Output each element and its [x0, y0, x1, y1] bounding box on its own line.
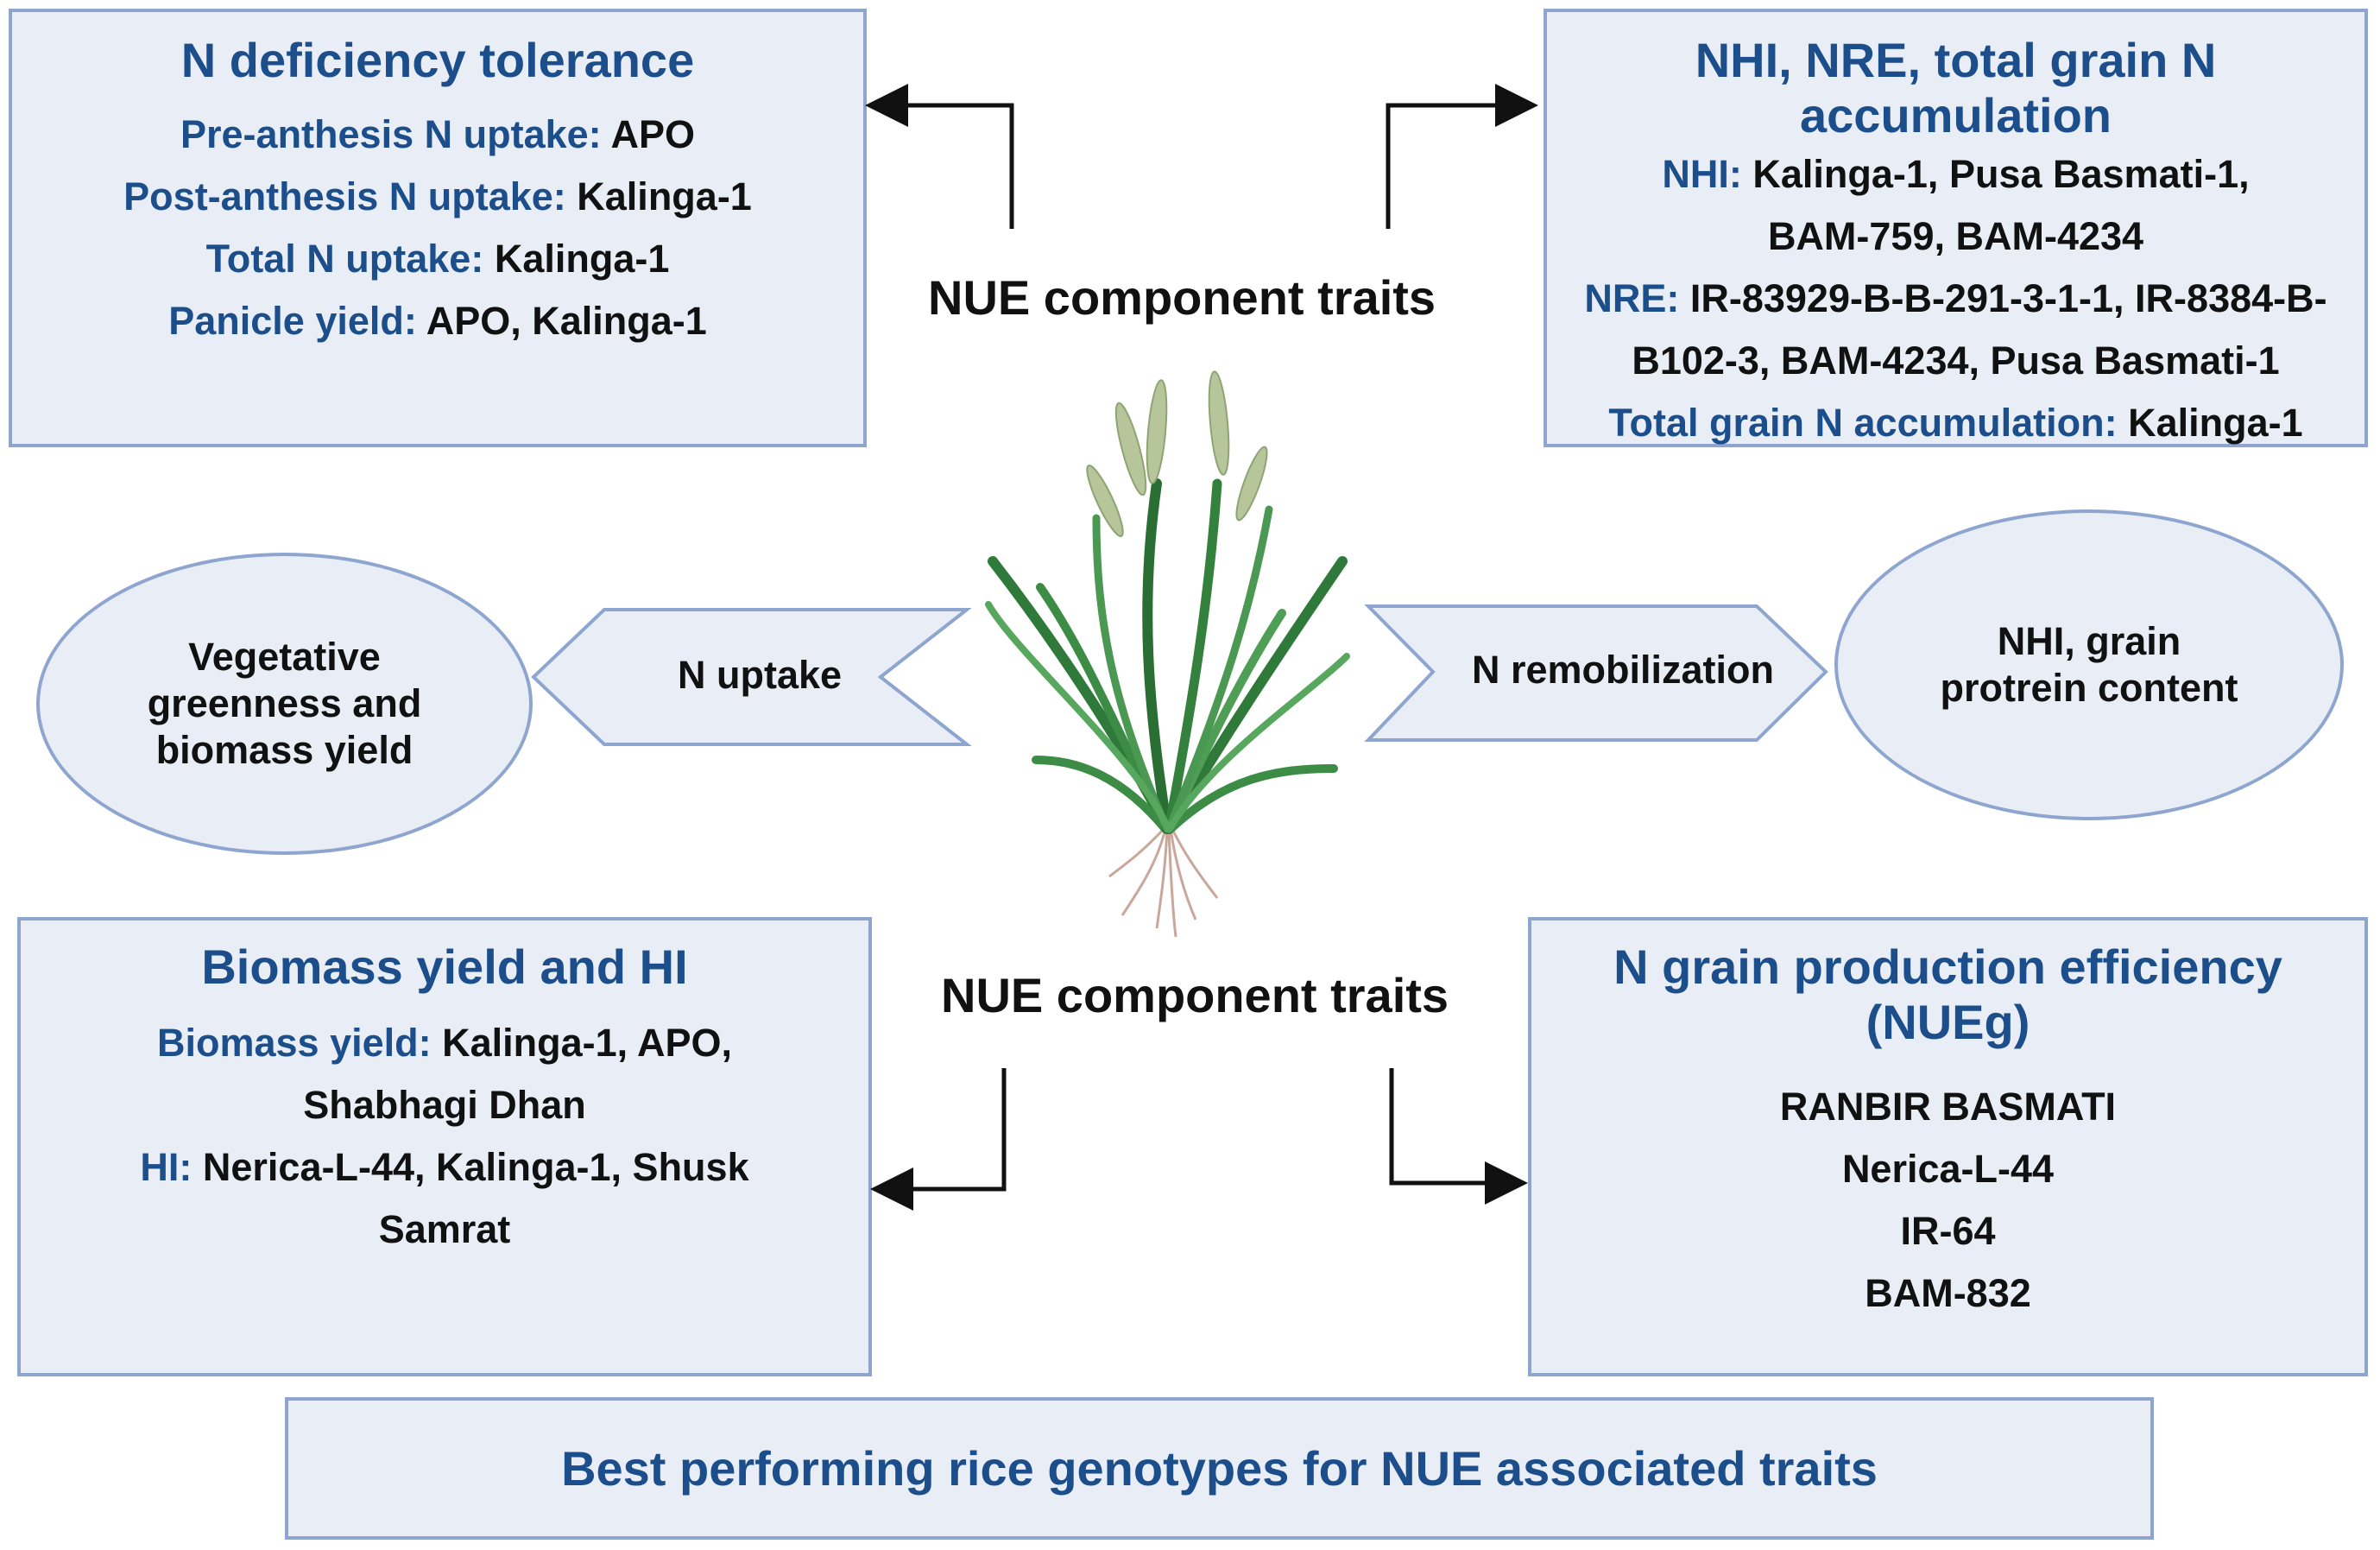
list-item: Total grain N accumulation: Kalinga-1	[1608, 401, 2303, 445]
box-title: Biomass yield and HI	[201, 939, 688, 994]
box-title-line2: accumulation	[1800, 88, 2112, 142]
n-remobilization-label: N remobilization	[1472, 648, 1775, 692]
list-item: NRE: IR-83929-B-B-291-3-1-1, IR-8384-B-	[1584, 276, 2327, 320]
footer-text: Best performing rice genotypes for NUE a…	[561, 1440, 1878, 1496]
box-title: N deficiency tolerance	[180, 33, 695, 87]
list-item: Samrat	[378, 1207, 511, 1251]
list-item: Shabhagi Dhan	[303, 1083, 586, 1127]
n-uptake-label: N uptake	[678, 653, 843, 697]
list-item: Post-anthesis N uptake: Kalinga-1	[123, 174, 752, 218]
list-item: Pre-anthesis N uptake: APO	[180, 112, 695, 156]
n-uptake-pointer	[531, 608, 972, 746]
list-item: Total N uptake: Kalinga-1	[205, 237, 670, 281]
arrow-to-bottom-right	[1389, 1068, 1528, 1205]
biomass-yield-hi-box: Biomass yield and HI Biomass yield: Kali…	[17, 917, 872, 1376]
arrow-to-top-left	[865, 84, 1014, 229]
list-item: Biomass yield: Kalinga-1, APO,	[156, 1021, 733, 1065]
list-item: NHI: Kalinga-1, Pusa Basmati-1,	[1662, 152, 2250, 196]
arrow-to-bottom-left	[870, 1068, 1007, 1211]
center-top-label: NUE component traits	[928, 270, 1436, 325]
list-item: RANBIR BASMATI	[1779, 1085, 2117, 1129]
nhi-grain-protein-ellipse: NHI, grain protrein content	[1834, 509, 2344, 820]
nhi-nre-box: NHI, NRE, total grain N accumulation NHI…	[1544, 9, 2368, 447]
nueg-box: N grain production efficiency (NUEg) RAN…	[1528, 917, 2368, 1376]
footer-box: Best performing rice genotypes for NUE a…	[285, 1397, 2154, 1540]
vegetative-greenness-ellipse: Vegetative greenness and biomass yield	[36, 553, 533, 855]
list-item: BAM-759, BAM-4234	[1767, 214, 2144, 258]
n-deficiency-tolerance-box: N deficiency tolerance Pre-anthesis N up…	[9, 9, 867, 447]
center-bottom-label: NUE component traits	[941, 968, 1449, 1022]
list-item: IR-64	[1900, 1209, 1996, 1253]
list-item: HI: Nerica-L-44, Kalinga-1, Shusk	[140, 1145, 749, 1189]
arrow-to-top-right	[1386, 84, 1538, 229]
list-item: BAM-832	[1865, 1271, 2031, 1315]
list-item: B102-3, BAM-4234, Pusa Basmati-1	[1632, 338, 2280, 383]
rice-plant-icon	[985, 370, 1350, 938]
n-remobilization-pointer	[1364, 604, 1828, 742]
box-title: N grain production efficiency (NUEg)	[1613, 939, 2282, 1049]
list-item: Panicle yield: APO, Kalinga-1	[168, 299, 707, 343]
list-item: Nerica-L-44	[1841, 1147, 2055, 1191]
box-title-line1: NHI, NRE, total grain N	[1695, 33, 2217, 87]
